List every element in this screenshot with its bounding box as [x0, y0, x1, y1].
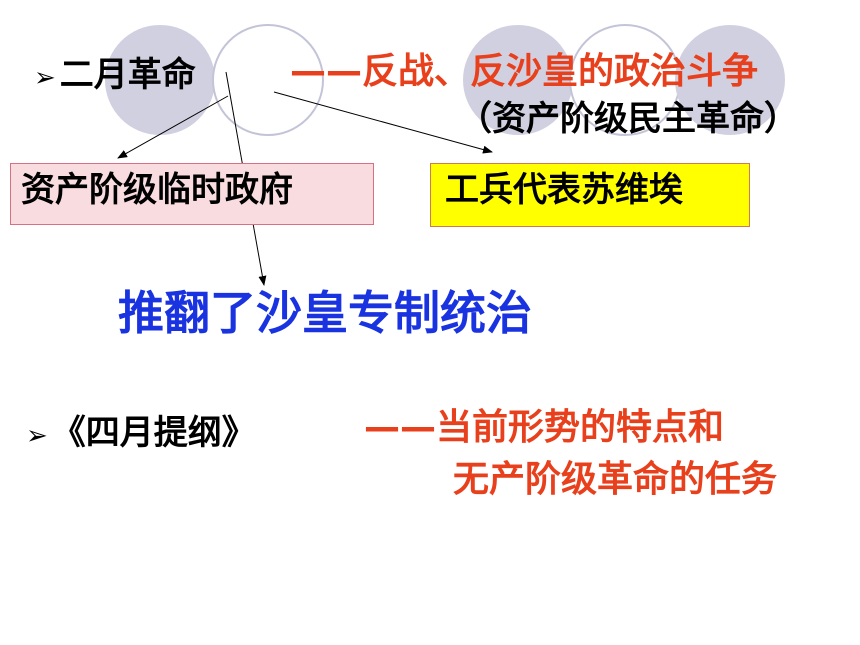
provisional-government-box: 资产阶级临时政府: [10, 163, 374, 225]
soviet-box: 工兵代表苏维埃: [430, 163, 750, 227]
april-theses-title: 《四月提纲》: [51, 413, 256, 453]
february-revolution-title: 二月革命: [59, 55, 196, 95]
decorative-circles: [105, 24, 785, 136]
decorative-circle: [463, 25, 573, 135]
revolution-result: 推翻了沙皇专制统治: [118, 286, 532, 340]
decorative-circle: [212, 24, 324, 136]
april-theses-content-line1: ——当前形势的特点和: [364, 407, 725, 448]
right-arrow-bullet-icon: ➢: [34, 63, 56, 93]
arrow-to-soviet: [273, 91, 493, 154]
april-theses-content-line2: 无产阶级革命的任务: [453, 459, 778, 500]
arrow-to-provisional-government: [117, 95, 229, 159]
decorative-circle: [105, 25, 215, 135]
provisional-government-label: 资产阶级临时政府: [21, 170, 293, 210]
february-revolution-nature: ——反战、反沙皇的政治斗争: [290, 51, 759, 92]
april-theses-heading: ➢《四月提纲》: [26, 416, 256, 450]
decorative-circle: [675, 25, 785, 135]
february-revolution-subnature: （资产阶级民主革命）: [458, 99, 798, 139]
soviet-label: 工兵代表苏维埃: [445, 170, 683, 210]
february-revolution-heading: ➢二月革命: [34, 58, 196, 92]
right-arrow-bullet-icon: ➢: [26, 421, 48, 451]
